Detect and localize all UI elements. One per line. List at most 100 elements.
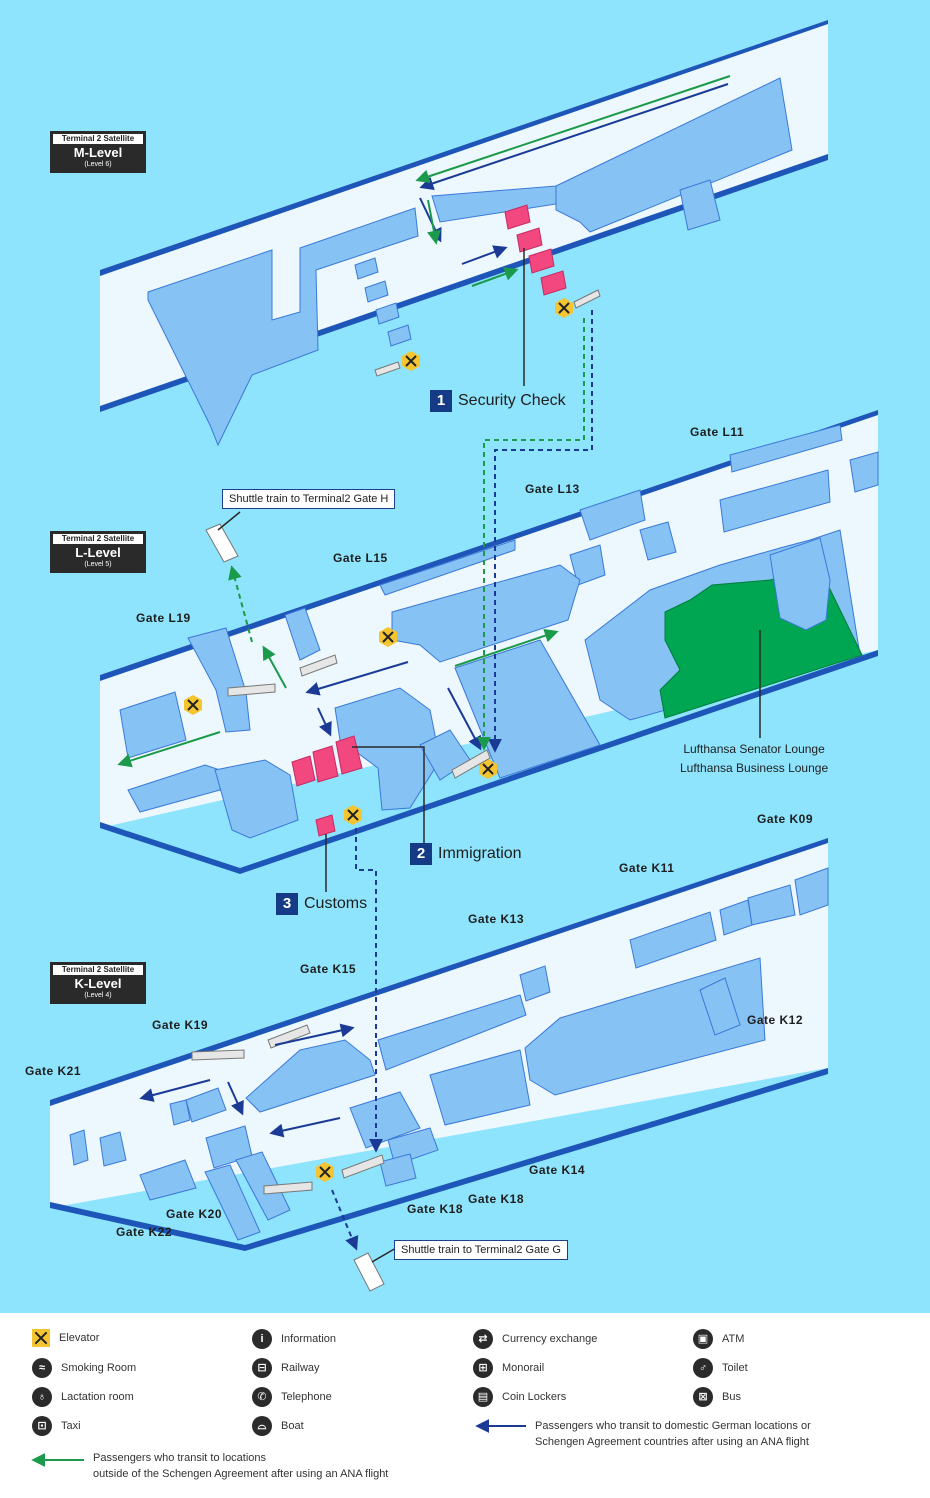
legend-label: Boat: [281, 1420, 304, 1432]
coin-locker-icon: ▤: [473, 1387, 493, 1407]
legend-label: Monorail: [502, 1362, 545, 1374]
legend-item: ⊞ Monorail: [473, 1358, 544, 1378]
green-route-description: Passengers who transit to locations outs…: [93, 1450, 388, 1482]
lounge-label: Lufthansa Senator Lounge Lufthansa Busin…: [680, 740, 828, 778]
legend-label: Smoking Room: [61, 1362, 137, 1374]
gate-label: Gate K15: [300, 962, 357, 976]
l-level-badge: Terminal 2 Satellite L-Level (Level 5): [50, 531, 146, 573]
gate-label: Gate K18: [407, 1202, 464, 1216]
level-sub: Terminal 2 Satellite: [53, 134, 143, 144]
level-name: M-Level: [73, 145, 123, 160]
escalator-icons: [191, 289, 601, 1195]
level-number: (Level 5): [84, 561, 112, 568]
taxi-icon: ⊡: [32, 1416, 52, 1436]
immigration-callout: 2 Immigration: [410, 843, 522, 865]
terminal-map: Terminal 2 Satellite M-Level (Level 6) T…: [0, 0, 930, 1313]
level-sub: Terminal 2 Satellite: [53, 534, 143, 544]
l-level-lounge-cutouts: [769, 537, 831, 631]
green-route-line-1: Passengers who transit to locations: [93, 1452, 267, 1464]
railway-icon: ⊟: [252, 1358, 272, 1378]
information-icon: i: [252, 1329, 272, 1349]
legend-item: Elevator: [32, 1329, 99, 1347]
bus-icon: ⊠: [693, 1387, 713, 1407]
legend-label: Bus: [722, 1391, 741, 1403]
level-number: (Level 6): [84, 161, 112, 168]
blue-route-line-1: Passengers who transit to domestic Germa…: [535, 1420, 811, 1432]
gate-label: Gate L11: [690, 425, 745, 439]
m-level-badge: Terminal 2 Satellite M-Level (Level 6): [50, 131, 146, 173]
level-number: (Level 4): [84, 992, 112, 999]
legend-label: Taxi: [61, 1420, 81, 1432]
callout-label: Customs: [304, 895, 368, 912]
legend-item: ✆ Telephone: [252, 1387, 332, 1407]
green-route-line-2: outside of the Schengen Agreement after …: [93, 1468, 389, 1480]
gate-label: Gate K22: [116, 1225, 173, 1239]
gate-label: Gate K13: [468, 912, 525, 926]
callout-label: Immigration: [438, 845, 522, 862]
blue-routes: [139, 83, 729, 1251]
shuttle-train-icons: [205, 523, 385, 1292]
security-check-callout: 1 Security Check: [430, 390, 566, 412]
legend-item: ▤ Coin Lockers: [473, 1387, 566, 1407]
legend-label: Coin Lockers: [502, 1391, 567, 1403]
legend-label: ATM: [722, 1333, 745, 1345]
m-level-security-desks: [504, 204, 567, 296]
map-drawing: [50, 20, 879, 1292]
l-level-immigration-desks: [291, 735, 363, 787]
legend-item: ⊟ Railway: [252, 1358, 320, 1378]
lounge-senator: Lufthansa Senator Lounge: [683, 742, 825, 756]
elevator-icon: [32, 1329, 50, 1347]
legend-label: Toilet: [722, 1362, 748, 1374]
callout-number: 2: [410, 843, 432, 865]
callout-label: Security Check: [458, 392, 566, 409]
legend-item: ⊡ Taxi: [32, 1416, 81, 1436]
k-level-badge: Terminal 2 Satellite K-Level (Level 4): [50, 962, 146, 1004]
lounge-business: Lufthansa Business Lounge: [680, 761, 829, 775]
elevator-icons: [184, 298, 573, 1182]
legend-label: Lactation room: [61, 1391, 134, 1403]
legend-item: ♂ Toilet: [693, 1358, 748, 1378]
legend-item: i Information: [252, 1329, 336, 1349]
blue-route-line-2: Schengen Agreement countries after using…: [535, 1436, 809, 1448]
legend-item: ⊠ Bus: [693, 1387, 741, 1407]
gate-label: Gate L15: [333, 551, 388, 565]
legend-route-lines: [31, 1419, 526, 1467]
smoking-icon: ≈: [32, 1358, 52, 1378]
toilet-icon: ♂: [693, 1358, 713, 1378]
legend-item: ♁ Lactation room: [32, 1387, 134, 1407]
gate-label: Gate K09: [757, 812, 814, 826]
level-name: K-Level: [74, 976, 122, 991]
gate-label: Gate K12: [747, 1013, 804, 1027]
monorail-icon: ⊞: [473, 1358, 493, 1378]
boat-icon: ⌓: [252, 1416, 272, 1436]
m-level-small-blocks: [354, 257, 412, 347]
k-level-blocks: [69, 867, 829, 1241]
shuttle-gate-h-label: Shuttle train to Terminal2 Gate H: [222, 489, 396, 509]
legend-label: Telephone: [281, 1391, 332, 1403]
legend-label: Information: [281, 1333, 337, 1345]
legend-item: ▣ ATM: [693, 1329, 744, 1349]
legend-label: Currency exchange: [502, 1333, 598, 1345]
legend-label: Railway: [281, 1362, 320, 1374]
atm-icon: ▣: [693, 1329, 713, 1349]
gate-label: Gate K20: [166, 1207, 223, 1221]
gate-label: Gate K21: [25, 1064, 82, 1078]
callout-number: 3: [276, 893, 298, 915]
level-name: L-Level: [75, 545, 121, 560]
legend-item: ⇄ Currency exchange: [473, 1329, 597, 1349]
legend-item: ≈ Smoking Room: [32, 1358, 136, 1378]
shuttle-gate-g-label: Shuttle train to Terminal2 Gate G: [394, 1240, 568, 1260]
lactation-icon: ♁: [32, 1387, 52, 1407]
blue-route-description: Passengers who transit to domestic Germa…: [535, 1418, 811, 1450]
customs-desk: [315, 814, 336, 837]
legend-label: Elevator: [59, 1332, 100, 1344]
telephone-icon: ✆: [252, 1387, 272, 1407]
gate-label: Gate L13: [525, 482, 580, 496]
gate-label: Gate K14: [529, 1163, 586, 1177]
gate-label: Gate K11: [619, 861, 675, 875]
currency-exchange-icon: ⇄: [473, 1329, 493, 1349]
gate-label: Gate L19: [136, 611, 191, 625]
gate-label: Gate K19: [152, 1018, 209, 1032]
green-routes: [117, 75, 731, 768]
gate-label: Gate K18: [468, 1192, 525, 1206]
